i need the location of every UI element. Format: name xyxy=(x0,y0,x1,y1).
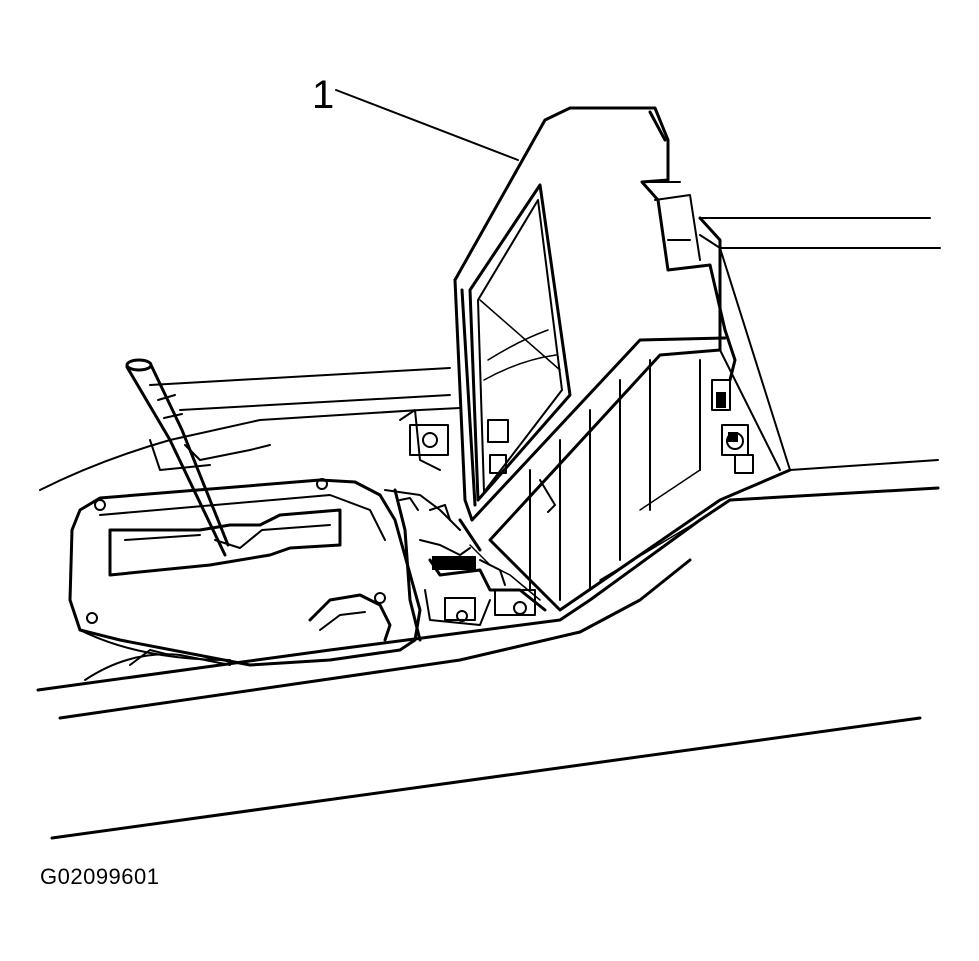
shifter-bezel xyxy=(68,439,422,681)
gear-shift-lever xyxy=(125,358,230,557)
console-mechanism xyxy=(308,392,738,642)
callout-1: 1 xyxy=(312,73,519,161)
console-side-panel xyxy=(36,486,940,840)
callout-number: 1 xyxy=(312,73,334,117)
storage-compartment xyxy=(488,216,792,612)
figure-id: G02099601 xyxy=(40,864,160,889)
center-console-armrest-lid xyxy=(453,106,737,552)
leader-line xyxy=(335,89,519,161)
